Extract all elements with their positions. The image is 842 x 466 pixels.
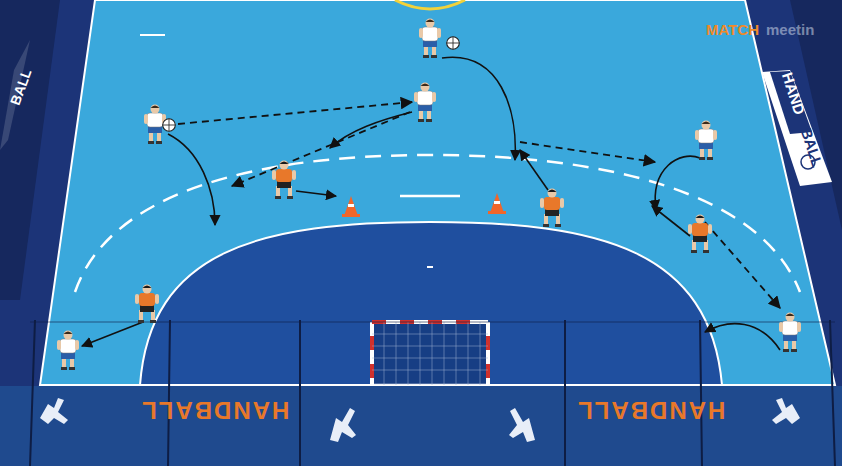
goal-net-mesh (372, 322, 488, 385)
watermark-logo: meetin (766, 22, 814, 37)
court-boundary (40, 0, 835, 385)
pass-arrow (178, 102, 780, 308)
side-banner (0, 0, 60, 300)
end-floor (0, 386, 842, 466)
free-throw-line (75, 155, 800, 292)
attacker-player (419, 19, 441, 59)
defender-player (540, 189, 564, 228)
training-cone (488, 193, 506, 214)
court-marking (427, 266, 433, 268)
court-marking (400, 195, 460, 198)
defender-player (135, 285, 159, 324)
sponsor-board (762, 70, 832, 186)
goal-net (372, 322, 488, 384)
court-floor (40, 0, 835, 385)
run-arrow (82, 57, 780, 350)
attacker-player (695, 121, 717, 161)
defender-player (688, 215, 712, 254)
attacker-player (779, 313, 801, 353)
center-circle (395, 0, 465, 9)
floor-text: HANDBALL (576, 398, 725, 422)
attacker-player (57, 331, 79, 371)
goal-stripes (372, 322, 488, 378)
fence-posts (30, 320, 835, 466)
floor-logo-figures (40, 398, 800, 442)
watermark-logo: MATCH (706, 22, 759, 37)
sponsor-board-panel (770, 71, 812, 134)
defender-player (272, 161, 296, 200)
goal-frame (372, 322, 488, 385)
goal-area (140, 222, 722, 385)
floor-text: HANDBALL (140, 398, 289, 422)
court-marking (140, 34, 165, 36)
handball-ball (447, 37, 460, 50)
handball-ball (163, 119, 176, 132)
training-cone (342, 196, 360, 217)
attacker-player (414, 83, 436, 123)
